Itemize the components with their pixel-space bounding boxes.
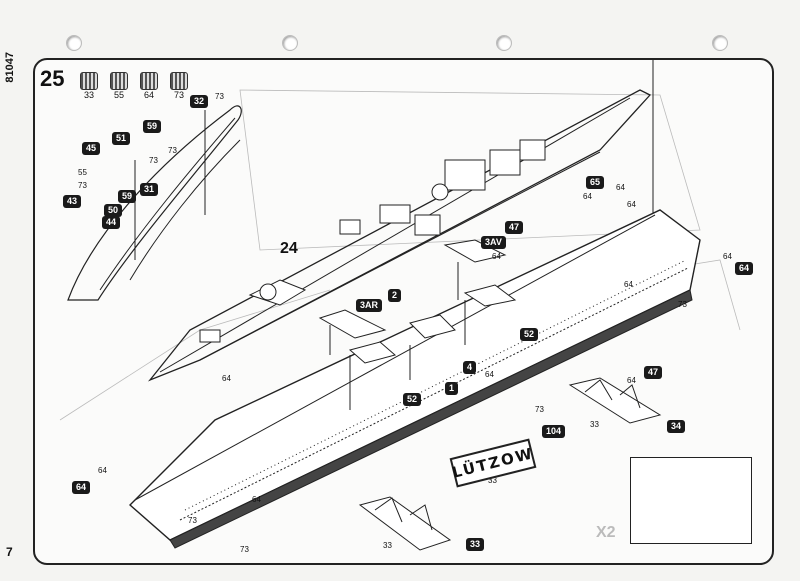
part-tag: 51: [112, 132, 131, 145]
detail-inset: [630, 457, 752, 544]
paint-code: 64: [143, 90, 154, 100]
paint-pot: 64: [138, 72, 160, 100]
part-tag: 50: [104, 204, 123, 217]
paint-ref: 64: [723, 252, 732, 261]
binder-hole: [496, 35, 512, 51]
part-tag: 31: [140, 183, 159, 196]
paint-ref: 64: [485, 370, 494, 379]
paint-code: 33: [83, 90, 94, 100]
sub-step-number: 24: [280, 240, 298, 257]
inset-multiplier: X2: [596, 524, 616, 541]
paint-pot: 73: [168, 72, 190, 100]
binder-hole: [712, 35, 728, 51]
paint-ref: 64: [627, 376, 636, 385]
binder-hole: [66, 35, 82, 51]
paint-ref: 64: [616, 183, 625, 192]
binder-hole: [282, 35, 298, 51]
part-tag: 64: [72, 481, 91, 494]
part-tag: 47: [644, 366, 663, 379]
paint-code: 73: [173, 90, 184, 100]
part-tag: 47: [505, 221, 524, 234]
part-tag: 52: [520, 328, 539, 341]
part-tag: 34: [667, 420, 686, 433]
part-tag: 44: [102, 216, 121, 229]
paint-can-icon: [80, 72, 98, 90]
paint-code: 55: [113, 90, 124, 100]
paint-ref: 73: [678, 300, 687, 309]
part-tag: 32: [190, 95, 209, 108]
paint-ref: 73: [168, 146, 177, 155]
part-tag: 1: [445, 382, 459, 395]
paint-pot: 33: [78, 72, 100, 100]
part-tag: 65: [586, 176, 605, 189]
paint-ref: 73: [149, 156, 158, 165]
paint-can-icon: [170, 72, 188, 90]
paint-ref: 64: [583, 192, 592, 201]
part-tag: 33: [466, 538, 485, 551]
paint-list: 33 55 64 73: [78, 72, 190, 100]
paint-ref: 73: [535, 405, 544, 414]
part-tag: 45: [82, 142, 101, 155]
paint-can-icon: [110, 72, 128, 90]
step-number: 25: [40, 66, 65, 91]
part-tag: 59: [118, 190, 137, 203]
part-tag: 59: [143, 120, 162, 133]
paint-ref: 55: [78, 168, 87, 177]
paint-ref: 64: [98, 466, 107, 475]
part-tag: 43: [63, 195, 82, 208]
paint-ref: 73: [188, 516, 197, 525]
paint-ref: 64: [624, 280, 633, 289]
paint-ref: 64: [627, 200, 636, 209]
paint-ref: 64: [492, 252, 501, 261]
part-tag: 64: [735, 262, 754, 275]
part-tag: 3AR: [356, 299, 383, 312]
part-tag: 2: [388, 289, 402, 302]
paint-ref: 73: [215, 92, 224, 101]
page-number: 7: [6, 545, 13, 559]
part-tag: 52: [403, 393, 422, 406]
paint-ref: 33: [383, 541, 392, 550]
part-tag: 104: [542, 425, 566, 438]
paint-can-icon: [140, 72, 158, 90]
paint-ref: 33: [590, 420, 599, 429]
paint-ref: 64: [252, 495, 261, 504]
paint-ref: 73: [78, 181, 87, 190]
paint-pot: 55: [108, 72, 130, 100]
paint-ref: 64: [222, 374, 231, 383]
paint-ref: 33: [488, 476, 497, 485]
part-tag: 4: [463, 361, 477, 374]
part-tag: 3AV: [481, 236, 506, 249]
paint-ref: 73: [240, 545, 249, 554]
